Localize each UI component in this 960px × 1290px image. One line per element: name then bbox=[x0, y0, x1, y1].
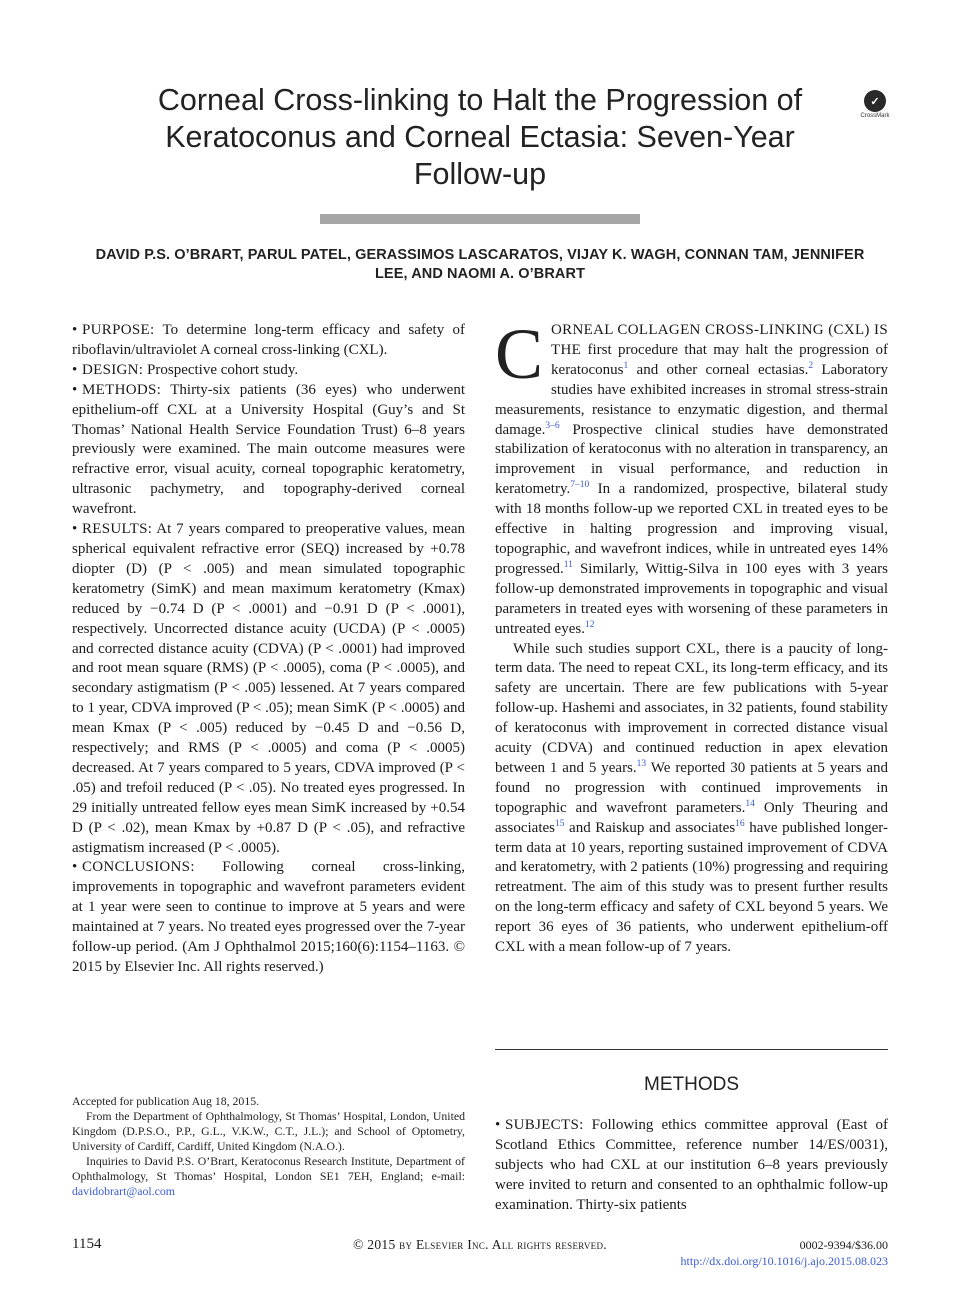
intro-text: Laboratory studies have exhibited increa… bbox=[495, 361, 888, 438]
email-link[interactable]: davidobrart@aol.com bbox=[72, 1184, 175, 1198]
intro-text: While such studies support CXL, there is… bbox=[495, 640, 888, 776]
affiliations: From the Department of Ophthalmology, St… bbox=[72, 1109, 465, 1153]
author-list: DAVID P.S. O’BRART, PARUL PATEL, GERASSI… bbox=[95, 247, 865, 282]
copyright-notice: © 2015 by Elsevier Inc. All rights reser… bbox=[353, 1237, 607, 1252]
reference-link[interactable]: 14 bbox=[745, 798, 755, 809]
intro-text: Similarly, Wittig-Silva in 100 eyes with… bbox=[495, 560, 889, 637]
methods-text: Thirty-six patients (36 eyes) who underw… bbox=[72, 381, 465, 518]
abstract: •PURPOSE: To determine long-term efficac… bbox=[72, 321, 465, 978]
methods-label: METHODS: bbox=[82, 381, 162, 398]
intro-text: In a randomized, prospective, bilateral … bbox=[495, 481, 888, 577]
intro-lead: ORNEAL COLLAGEN CROSS-LINKING (CXL) IS T… bbox=[551, 322, 888, 358]
issn-price: 0002-9394/$36.00 bbox=[799, 1238, 888, 1252]
design-text: Prospective cohort study. bbox=[147, 361, 299, 378]
abstract-design: •DESIGN: Prospective cohort study. bbox=[72, 361, 299, 378]
intro-paragraph-2: While such studies support CXL, there is… bbox=[495, 640, 888, 959]
design-label: DESIGN: bbox=[82, 361, 144, 378]
section-divider bbox=[495, 1049, 888, 1050]
purpose-text: To determine long-term efficacy and safe… bbox=[72, 322, 465, 358]
crossmark-label: CrossMark bbox=[860, 113, 890, 119]
inquiries-text: Inquiries to David P.S. O’Brart, Keratoc… bbox=[72, 1154, 465, 1183]
doi-link[interactable]: http://dx.doi.org/10.1016/j.ajo.2015.08.… bbox=[680, 1254, 888, 1268]
abstract-purpose: •PURPOSE: To determine long-term efficac… bbox=[72, 322, 465, 358]
abstract-conclusions: •CONCLUSIONS: Following corneal cross-li… bbox=[72, 859, 465, 975]
subjects-text: Following ethics committee approval (Eas… bbox=[495, 1117, 888, 1213]
reference-link[interactable]: 15 bbox=[554, 818, 565, 829]
accepted-date: Accepted for publication Aug 18, 2015. bbox=[72, 1094, 260, 1108]
reference-link[interactable]: 2 bbox=[808, 360, 814, 371]
reference-link[interactable]: 16 bbox=[735, 818, 745, 829]
conclusions-label: CONCLUSIONS: bbox=[82, 859, 195, 876]
page-number: 1154 bbox=[72, 1236, 102, 1252]
results-text: At 7 years compared to preoperative valu… bbox=[72, 521, 465, 856]
methods-subjects: •SUBJECTS: Following ethics committee ap… bbox=[495, 1117, 888, 1213]
intro-text: first procedure that may halt the progre… bbox=[551, 341, 889, 378]
reference-link[interactable]: 1 bbox=[623, 360, 629, 371]
intro-text: and other corneal ectasias. bbox=[636, 361, 809, 378]
conclusions-text: Following corneal cross-linking, improve… bbox=[72, 859, 465, 956]
reference-link[interactable]: 7–10 bbox=[570, 480, 590, 491]
subjects-label: SUBJECTS: bbox=[505, 1117, 584, 1133]
footer-identifiers: 0002-9394/$36.00 http://dx.doi.org/10.10… bbox=[681, 1237, 888, 1269]
abstract-methods: •METHODS: Thirty-six patients (36 eyes) … bbox=[72, 381, 465, 518]
intro-text: We reported 30 patients at 5 years and f… bbox=[495, 759, 889, 816]
intro-text: Only Theuring and associates bbox=[495, 799, 889, 836]
abstract-citation: (Am J Ophthalmol 2015;160(6):1154–1163. … bbox=[72, 939, 465, 975]
title-divider-bar bbox=[320, 214, 640, 224]
results-label: RESULTS: bbox=[82, 521, 153, 538]
correspondence: Inquiries to David P.S. O’Brart, Keratoc… bbox=[72, 1154, 465, 1199]
intro-text: and Raiskup and associates bbox=[569, 819, 736, 836]
crossmark-icon: ✓ bbox=[864, 90, 886, 112]
purpose-label: PURPOSE: bbox=[82, 322, 155, 338]
intro-text: have published longer-term data at 10 ye… bbox=[495, 819, 889, 956]
reference-link[interactable]: 12 bbox=[584, 619, 595, 630]
reference-link[interactable]: 13 bbox=[636, 758, 647, 769]
reference-link[interactable]: 3–6 bbox=[545, 420, 560, 431]
drop-cap: C bbox=[495, 314, 544, 394]
intro-text: Prospective clinical studies have demons… bbox=[495, 421, 888, 498]
crossmark-badge[interactable]: ✓ CrossMark bbox=[858, 90, 892, 119]
section-heading-methods: METHODS bbox=[644, 1074, 739, 1095]
article-title: Corneal Cross-linking to Halt the Progre… bbox=[157, 83, 803, 191]
reference-link[interactable]: 11 bbox=[563, 559, 573, 570]
abstract-results: •RESULTS: At 7 years compared to preoper… bbox=[72, 521, 465, 856]
article-footnote: Accepted for publication Aug 18, 2015. F… bbox=[72, 1094, 465, 1199]
